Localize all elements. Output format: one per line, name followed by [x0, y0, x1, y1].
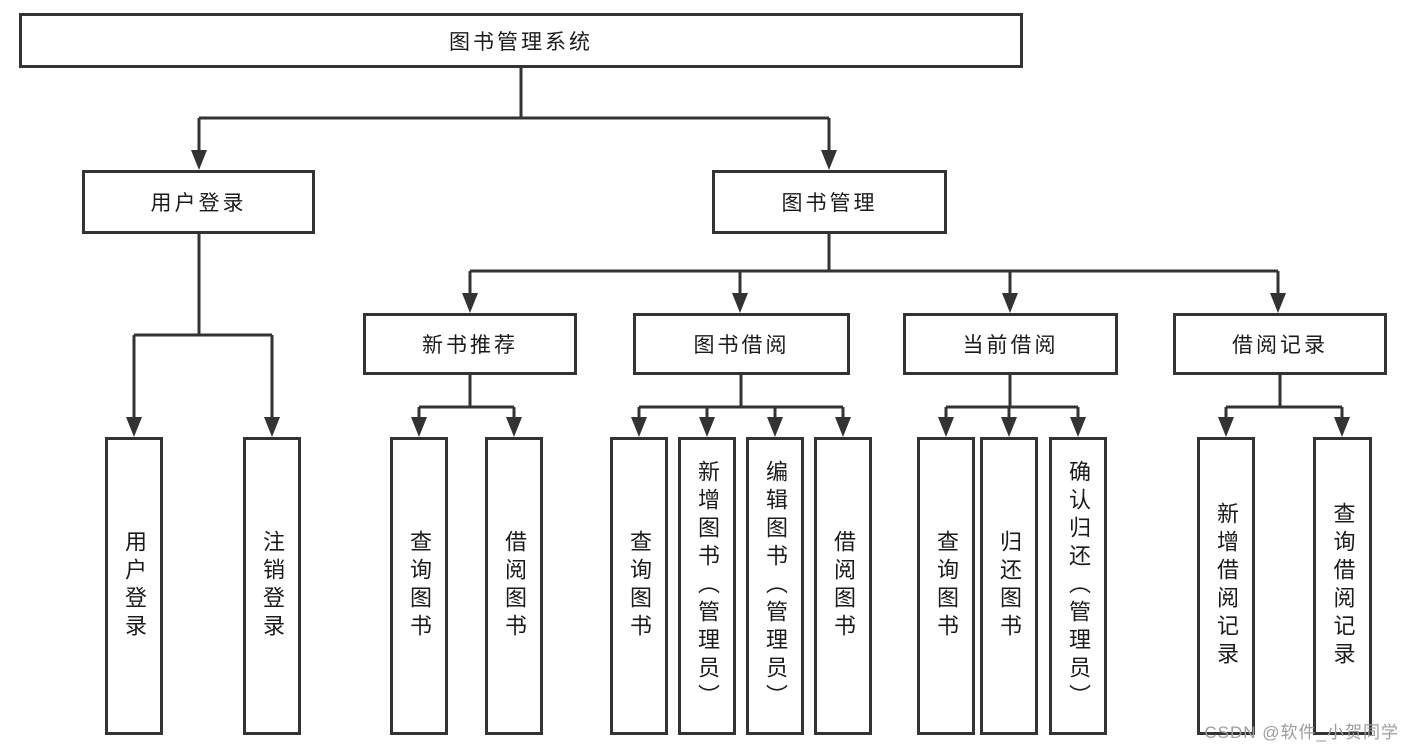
node-label: 查询图书: [934, 530, 959, 642]
node-label: 新增借阅记录: [1214, 502, 1239, 670]
node-label: 新书推荐: [422, 334, 518, 357]
leaf-query-books-borrow: 查询图书: [610, 437, 668, 735]
node-borrow-records: 借阅记录: [1173, 313, 1387, 375]
node-label: 编辑图书（管理员）: [763, 460, 788, 712]
node-current-borrow: 当前借阅: [903, 313, 1118, 375]
leaf-confirm-return-admin: 确认归还（管理员）: [1049, 437, 1107, 735]
leaf-return-books: 归还图书: [980, 437, 1038, 735]
leaf-query-borrow-record: 查询借阅记录: [1313, 437, 1372, 735]
arrowhead-icons: [126, 150, 1350, 437]
leaf-user-login: 用户登录: [105, 437, 163, 735]
node-label: 注销登录: [260, 530, 285, 642]
watermark: CSDN @软件_小贺同学: [1204, 723, 1399, 742]
leaf-borrow-books-recommend: 借阅图书: [485, 437, 543, 735]
leaf-add-books-admin: 新增图书（管理员）: [678, 437, 736, 735]
node-label: 图书管理系统: [449, 30, 593, 54]
leaf-query-books-current: 查询图书: [917, 437, 975, 735]
node-label: 查询借阅记录: [1330, 502, 1356, 670]
node-label: 图书管理: [781, 192, 878, 215]
node-label: 图书借阅: [693, 334, 790, 357]
leaf-logout: 注销登录: [243, 437, 301, 735]
node-label: 归还图书: [997, 530, 1022, 642]
leaf-edit-books-admin: 编辑图书（管理员）: [746, 437, 804, 735]
leaf-add-borrow-record: 新增借阅记录: [1197, 437, 1255, 735]
node-new-book-recommend: 新书推荐: [363, 313, 577, 375]
node-label: 查询图书: [407, 530, 432, 642]
node-book-management: 图书管理: [712, 170, 947, 234]
leaf-borrow-books: 借阅图书: [814, 437, 872, 735]
node-label: 借阅图书: [502, 530, 527, 642]
node-label: 确认归还（管理员）: [1066, 460, 1091, 712]
leaf-query-books-recommend: 查询图书: [390, 437, 448, 735]
node-user-login: 用户登录: [82, 170, 315, 234]
node-label: 查询图书: [627, 530, 652, 642]
node-label: 借阅图书: [831, 530, 856, 642]
node-label: 新增图书（管理员）: [695, 460, 720, 712]
node-label: 用户登录: [122, 530, 147, 642]
node-root: 图书管理系统: [19, 13, 1023, 68]
node-label: 当前借阅: [962, 334, 1059, 357]
node-book-borrow: 图书借阅: [633, 313, 850, 375]
node-label: 用户登录: [150, 192, 247, 215]
node-label: 借阅记录: [1232, 334, 1328, 357]
